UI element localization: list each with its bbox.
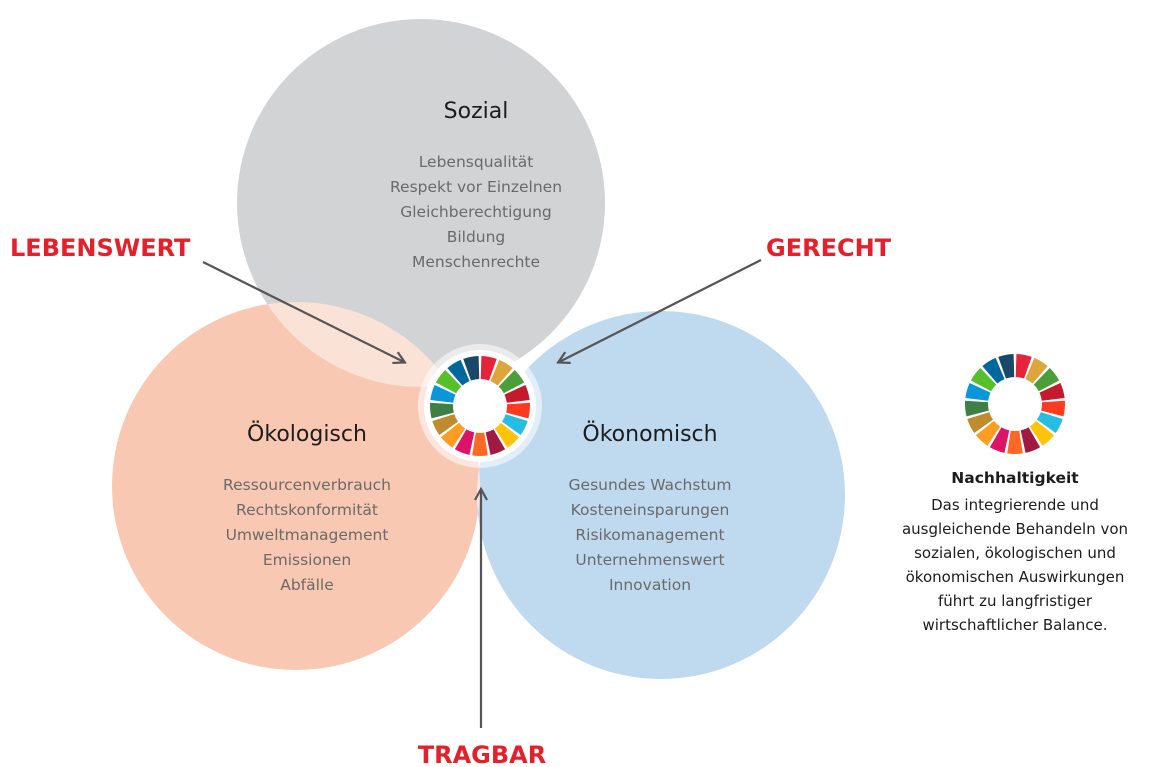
sdg-wheel-segment [1029,420,1055,446]
sidebar-line: führt zu langfristiger [938,592,1093,610]
sdg-wheel-segment [504,384,530,403]
social-title: Sozial [444,99,509,124]
sdg-wheel-center-icon [429,356,531,457]
sidebar-line: sozialen, ökologischen und [914,544,1116,562]
sdg-wheel-segment [498,370,525,394]
arrow-livable [202,261,404,362]
ecological-item: Rechtskonformität [236,501,378,519]
sdg-wheel-segment [989,427,1010,453]
social-item: Respekt vor Einzelnen [390,178,562,196]
arrow-equitable [559,259,762,362]
economic-circle [477,311,845,679]
ecological-item: Umweltmanagement [226,526,389,544]
sdg-wheel-segment [964,400,989,417]
sdg-wheel-sidebar-icon [964,354,1066,455]
social-item: Menschenrechte [412,253,540,271]
sdg-wheel-segment [472,432,488,457]
sdg-wheel-segment [998,354,1015,379]
sdg-wheel-segment [447,359,470,386]
sdg-wheel-segment [1039,382,1065,401]
sdg-wheel-segment [1041,400,1066,417]
social-item: Gleichberechtigung [400,203,552,221]
economic-title: Ökonomisch [582,421,717,447]
sdg-wheel-segment [1020,427,1041,453]
economic-item: Unternehmenswert [575,551,724,569]
sdg-wheel-segment [967,412,994,434]
sdg-wheel-segment [506,402,531,419]
sdg-wheel-segment [429,402,454,419]
sdg-wheel-segment [982,357,1005,384]
sdg-wheel-segment [501,414,528,436]
sdg-wheel-segment [485,429,506,455]
sdg-wheel-segment [1033,368,1060,392]
social-item: Bildung [447,228,506,246]
callout-livable: LEBENSWERT [10,234,191,262]
sdg-wheel-segment [490,359,513,386]
sidebar-title: Nachhaltigkeit [951,469,1079,487]
economic-item: Kosteneinsparungen [571,501,730,519]
ecological-item: Ressourcenverbrauch [223,476,391,494]
economic-item: Gesundes Wachstum [569,476,732,494]
sidebar-line: wirtschaftlicher Balance. [923,616,1108,634]
sdg-wheel-segment [975,420,1001,446]
economic-item: Innovation [609,576,691,594]
ecological-item: Emissionen [263,551,351,569]
sdg-wheel-segment [454,429,475,455]
sdg-wheel-segment [435,370,462,394]
sdg-wheel-segment [480,356,497,381]
sidebar-line: ökonomischen Auswirkungen [906,568,1125,586]
sdg-wheel-segment [1015,354,1032,379]
sdg-wheel-segment [430,384,456,403]
ecological-item: Abfälle [280,576,334,594]
sidebar-line: ausgleichende Behandeln von [902,520,1128,538]
sdg-wheel-segment [494,422,520,448]
economic-item: Risikomanagement [575,526,724,544]
sdg-wheel-segment [1025,357,1048,384]
social-circle [237,19,605,387]
sdg-wheel-segment [432,414,459,436]
sdg-wheel-segment [463,356,480,381]
sidebar-line: Das integrierende und [931,496,1099,514]
sdg-wheel-segment [970,368,997,392]
callout-bearable: TRAGBAR [418,741,546,767]
social-item: Lebensqualität [419,153,534,171]
sdg-wheel-segment [440,422,466,448]
sdg-wheel-segment [1007,430,1023,455]
sdg-wheel-segment [1036,412,1063,434]
ecological-circle [112,302,480,670]
sdg-wheel-segment [965,382,991,401]
callout-equitable: GERECHT [766,234,892,262]
ecological-title: Ökologisch [247,421,367,447]
